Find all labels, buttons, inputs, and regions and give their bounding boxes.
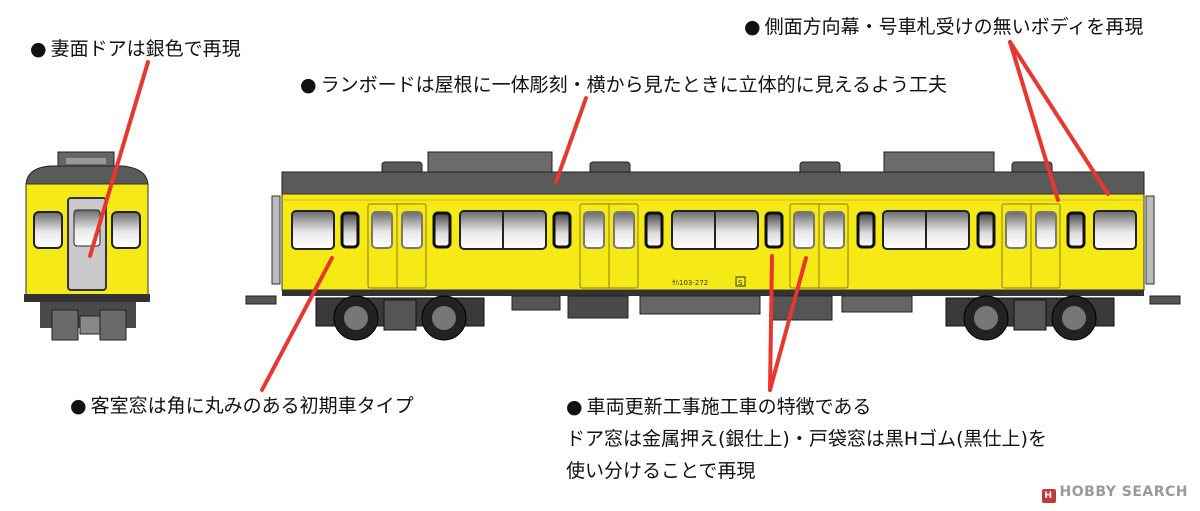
side-view: ｻﾊ103-272 S — [245, 151, 1181, 341]
annotation-front-door: ●妻面ドアは銀色で再現 — [30, 36, 241, 62]
end-view — [24, 151, 150, 341]
annotation-passenger-window: ●客室窓は角に丸みのある初期車タイプ — [70, 393, 414, 419]
bullet: ● — [70, 395, 87, 417]
annotation-side-body: ●側面方向幕・号車札受けの無いボディを再現 — [744, 14, 1143, 40]
hobbysearch-logo-icon: H — [1041, 489, 1056, 503]
annotation-side-body-text: 側面方向幕・号車札受けの無いボディを再現 — [764, 16, 1144, 38]
annotation-renewal-line1: 車両更新工事施工車の特徴である — [586, 396, 872, 418]
bullet: ● — [30, 38, 47, 60]
car-number: ｻﾊ103-272 — [672, 279, 708, 287]
bogie-right — [945, 295, 1115, 341]
bullet: ● — [300, 74, 317, 96]
annotation-renewal-line3: 使い分けることで再現 — [566, 460, 756, 482]
bullet: ● — [744, 16, 761, 38]
annotation-runboard: ●ランボードは屋根に一体彫刻・横から見たときに立体的に見えるよう工夫 — [300, 72, 947, 98]
annotation-renewal: ●車両更新工事施工車の特徴である ドア窓は金属押え(銀仕上)・戸袋窓は黒Hゴム(… — [566, 394, 1047, 484]
annotation-passenger-window-text: 客室窓は角に丸みのある初期車タイプ — [90, 395, 414, 417]
annotation-front-door-text: 妻面ドアは銀色で再現 — [50, 38, 241, 60]
pointer-lines — [88, 40, 1110, 392]
watermark-text: HOBBY SEARCH — [1059, 484, 1188, 500]
annotation-renewal-line2: ドア窓は金属押え(銀仕上)・戸袋窓は黒Hゴム(黒仕上)を — [566, 428, 1047, 450]
car-mark: S — [738, 279, 743, 287]
bullet: ● — [566, 396, 583, 418]
bogie-left — [315, 295, 485, 341]
annotation-runboard-text: ランボードは屋根に一体彫刻・横から見たときに立体的に見えるよう工夫 — [320, 74, 948, 96]
